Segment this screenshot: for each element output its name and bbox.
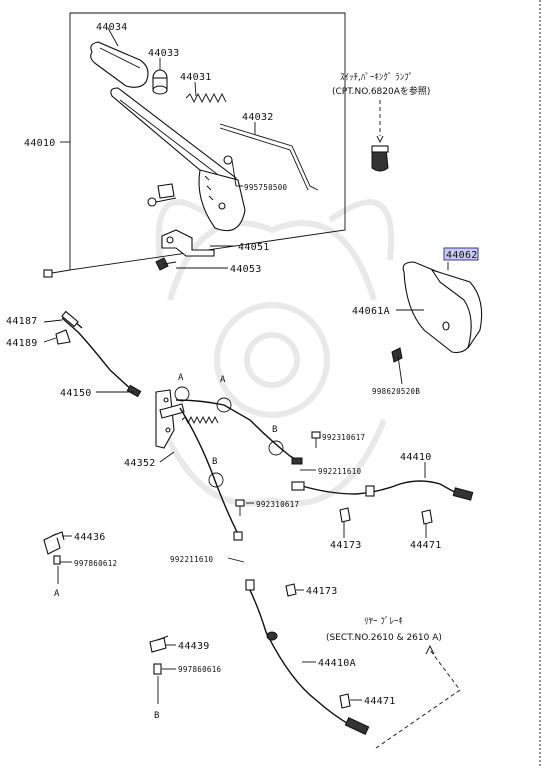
label-997860616: 997860616 bbox=[178, 665, 222, 674]
rear-cable-44410 bbox=[291, 480, 474, 501]
bracket-44436 bbox=[43, 531, 65, 555]
ref-a1: A bbox=[178, 373, 184, 383]
screw-997860612 bbox=[53, 555, 61, 565]
note-switch-line2: (CPT.NO.6820Aを参照) bbox=[332, 85, 430, 97]
screw-998620520B bbox=[391, 347, 403, 385]
clip-44471a bbox=[421, 509, 433, 525]
clip-44471b bbox=[339, 693, 351, 709]
ref-b3: B bbox=[154, 711, 160, 721]
ref-a2: A bbox=[220, 375, 226, 385]
label-44062: 44062 bbox=[446, 250, 478, 261]
label-998620520B: 998620520B bbox=[372, 387, 420, 396]
rod-44032 bbox=[219, 123, 319, 191]
ratchet-sector bbox=[198, 155, 246, 232]
parking-lamp-switch bbox=[371, 145, 389, 172]
label-992211610b: 992211610 bbox=[170, 555, 214, 564]
label-44053: 44053 bbox=[230, 264, 262, 275]
label-44010: 44010 bbox=[24, 138, 56, 149]
label-44187: 44187 bbox=[6, 316, 38, 327]
spring-44031 bbox=[185, 92, 227, 104]
label-44033: 44033 bbox=[148, 48, 180, 59]
button-44033 bbox=[152, 69, 168, 95]
label-992211610a: 992211610 bbox=[318, 467, 362, 476]
label-44410A: 44410A bbox=[318, 658, 356, 669]
label-44173a: 44173 bbox=[330, 540, 362, 551]
label-44031: 44031 bbox=[180, 72, 212, 83]
label-44471b: 44471 bbox=[364, 696, 396, 707]
bracket-44051 bbox=[161, 229, 215, 257]
spring-44352 bbox=[181, 415, 219, 425]
bolt-frame bbox=[43, 269, 71, 278]
label-44439: 44439 bbox=[178, 641, 210, 652]
highlight-44062 bbox=[443, 247, 479, 261]
rear-cable-44410A bbox=[245, 579, 370, 735]
label-997860612: 997860612 bbox=[74, 559, 117, 568]
note-rear-line2: (SECT.NO.2610 & 2610 A) bbox=[326, 633, 442, 643]
ref-b1: B bbox=[272, 425, 278, 435]
callout-circle-a2 bbox=[216, 397, 232, 413]
label-995750500: 995750500 bbox=[244, 183, 288, 192]
bolt-992310617a bbox=[311, 431, 321, 448]
front-cable-44150 bbox=[61, 310, 142, 398]
label-44410: 44410 bbox=[400, 452, 432, 463]
clip-44173b bbox=[285, 583, 297, 597]
bolt-44053 bbox=[155, 257, 177, 271]
equalizer-bracket bbox=[155, 389, 185, 449]
callout-circle-b2 bbox=[208, 472, 224, 488]
ref-b2: B bbox=[212, 457, 218, 467]
label-44051: 44051 bbox=[238, 242, 270, 253]
lever-assembly-frame bbox=[69, 12, 346, 271]
ref-a3: A bbox=[54, 589, 60, 599]
callout-circle-a1 bbox=[174, 386, 190, 402]
label-44034: 44034 bbox=[96, 22, 128, 33]
note-switch-line1: ｽｲｯﾁ,ﾊﾟｰｷﾝｸﾞ ﾗﾝﾌﾟ bbox=[340, 72, 413, 83]
label-992310617b: 992310617 bbox=[256, 500, 299, 509]
lever-arm bbox=[110, 87, 237, 193]
label-44436: 44436 bbox=[74, 532, 106, 543]
intermediate-cable bbox=[175, 399, 303, 541]
label-44189: 44189 bbox=[6, 338, 38, 349]
label-44061A: 44061A bbox=[352, 306, 390, 317]
label-44352: 44352 bbox=[124, 458, 156, 469]
label-992310617a: 992310617 bbox=[322, 433, 365, 442]
screw-997860616 bbox=[153, 663, 162, 675]
label-44150: 44150 bbox=[60, 388, 92, 399]
callout-circle-b1 bbox=[268, 440, 284, 456]
grip-44034 bbox=[90, 41, 149, 88]
label-44471a: 44471 bbox=[410, 540, 442, 551]
lever-cover-44061A bbox=[402, 261, 483, 354]
clip-44439 bbox=[149, 635, 169, 653]
clip-44173a bbox=[339, 507, 351, 523]
label-44173b: 44173 bbox=[306, 586, 338, 597]
bolt-992310617b bbox=[235, 499, 245, 516]
clip-44189 bbox=[55, 329, 71, 345]
watermark-emblem bbox=[155, 199, 395, 507]
label-44032: 44032 bbox=[242, 112, 274, 123]
note-rear-line1: ﾘﾔｰ ﾌﾞﾚｰｷ bbox=[364, 616, 403, 627]
pawl-parts bbox=[147, 183, 177, 207]
